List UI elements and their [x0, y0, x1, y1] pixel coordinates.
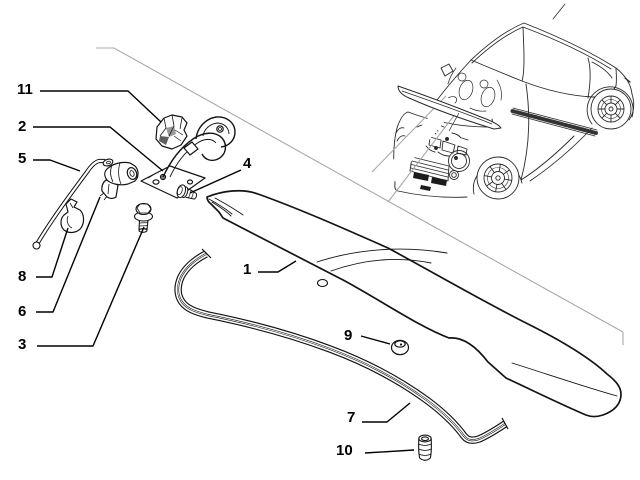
- weatherstrip-seal-part-7: [174, 248, 509, 444]
- hood-panel-part-1: [206, 189, 622, 418]
- car-door-seam: [520, 83, 530, 181]
- callout-5: 5: [18, 150, 27, 167]
- screw-part-4: [176, 184, 198, 200]
- prop-rod-part-5: [32, 158, 114, 250]
- hinge-part-2: [140, 116, 236, 199]
- callout-7: 7: [347, 409, 356, 426]
- hood-blade-on-car: [397, 85, 502, 132]
- car-side-stripe: [510, 107, 598, 137]
- leader-6: [36, 196, 101, 313]
- leader-lines: [33, 90, 415, 454]
- leader-7: [362, 402, 411, 423]
- callout-8: 8: [18, 268, 27, 285]
- car-windshield-header: [470, 59, 523, 82]
- callout-10: 10: [336, 442, 353, 459]
- leader-5: [33, 159, 81, 172]
- grommet-part-9: [390, 339, 410, 356]
- car-engine-bay: [425, 132, 469, 157]
- callout-4: 4: [243, 155, 252, 172]
- retainer-part-11: [155, 114, 188, 150]
- car-front-wheel: [472, 156, 523, 200]
- leader-10: [364, 449, 415, 454]
- callout-9: 9: [344, 327, 353, 344]
- car-fog-light: [449, 170, 459, 180]
- callout-3: 3: [18, 336, 27, 353]
- car-roof: [470, 22, 635, 121]
- car-rear-wheel: [586, 86, 634, 130]
- callout-2: 2: [18, 118, 27, 135]
- car-antenna: [552, 3, 566, 20]
- leader-8: [36, 227, 69, 278]
- buffer-part-10: [418, 434, 432, 461]
- callout-1: 1: [243, 261, 252, 278]
- car-grille: [409, 156, 450, 182]
- leader-1: [258, 260, 297, 273]
- car-b-pillar: [521, 26, 525, 82]
- car-rocker: [529, 127, 593, 182]
- leader-11: [40, 90, 162, 123]
- car-mirror: [440, 63, 454, 77]
- leader-2: [33, 126, 164, 172]
- car-bumper-bottom: [394, 183, 468, 198]
- leader-4: [189, 169, 242, 194]
- leader-9: [360, 335, 391, 345]
- hood-tab: [316, 278, 329, 288]
- callout-11: 11: [17, 81, 33, 98]
- wedge-pointer-lines: [96, 47, 624, 345]
- bushing-part-6: [99, 161, 139, 201]
- leader-3: [37, 226, 145, 347]
- callout-6: 6: [18, 303, 27, 320]
- clip-part-8: [60, 198, 85, 234]
